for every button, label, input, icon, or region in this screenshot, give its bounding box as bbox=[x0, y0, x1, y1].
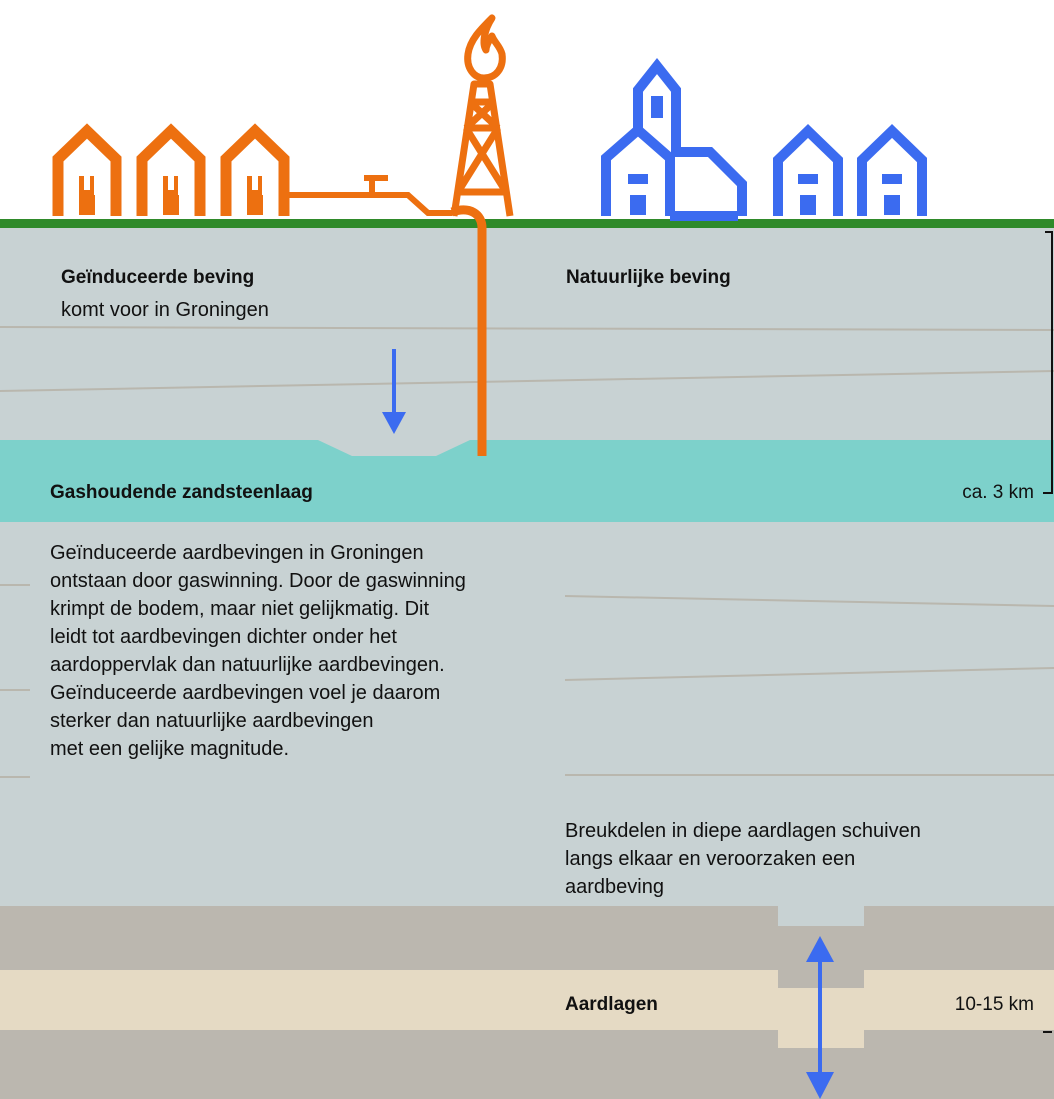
church-icon bbox=[601, 57, 747, 221]
strata-lines bbox=[0, 326, 1054, 778]
description-line: aardbeving bbox=[565, 876, 664, 898]
fault-movement-arrow bbox=[806, 936, 834, 1099]
description-line: sterker dan natuurlijke aardbevingen bbox=[50, 710, 374, 732]
ground-surface bbox=[0, 219, 1054, 228]
description-line: ontstaan door gaswinning. Door de gaswin… bbox=[50, 570, 466, 592]
natural-description: Breukdelen in diepe aardlagen schuiven l… bbox=[565, 817, 1035, 901]
house-icon bbox=[857, 124, 927, 216]
soil-layer-upper bbox=[0, 225, 1054, 440]
description-line: leidt tot aardbevingen dichter onder het bbox=[50, 626, 397, 648]
description-line: Geïnduceerde aardbevingen in Groningen bbox=[50, 542, 424, 564]
subsidence-arrow bbox=[382, 349, 406, 434]
subsidence-dent bbox=[298, 440, 490, 456]
induced-subtitle: komt voor in Groningen bbox=[61, 299, 269, 321]
drill-pipe bbox=[450, 205, 487, 456]
gas-layer-label: Gashoudende zandsteenlaag bbox=[50, 482, 313, 503]
rock-layer-2 bbox=[0, 970, 1054, 1030]
house-icon bbox=[773, 124, 843, 216]
gas-sandstone-layer bbox=[0, 440, 1054, 522]
depth-scale bbox=[1043, 231, 1053, 1033]
gas-layer-depth: ca. 3 km bbox=[962, 482, 1034, 503]
soil-layer-middle bbox=[0, 522, 1054, 906]
description-line: Geïnduceerde aardbevingen voel je daarom bbox=[50, 682, 441, 704]
description-line: langs elkaar en veroorzaken een bbox=[565, 848, 856, 870]
drilling-rig-icon bbox=[450, 80, 514, 217]
rock-layer-1 bbox=[0, 906, 1054, 970]
deep-layers-label: Aardlagen bbox=[565, 994, 658, 1015]
deep-layers-depth: 10-15 km bbox=[954, 994, 1034, 1015]
induced-description: Geïnduceerde aardbevingen in Groningen o… bbox=[50, 539, 560, 763]
rock-layer-3 bbox=[0, 1030, 1054, 1099]
gas-pipe bbox=[286, 175, 452, 216]
natural-title: Natuurlijke beving bbox=[566, 267, 731, 288]
blue-houses bbox=[773, 124, 927, 216]
description-line: aardoppervlak dan natuurlijke aardbeving… bbox=[50, 654, 445, 676]
description-line: met een gelijke magnitude. bbox=[50, 738, 290, 760]
flame-icon bbox=[464, 14, 506, 82]
induced-title: Geïnduceerde beving bbox=[61, 267, 255, 288]
description-line: krimpt de bodem, maar niet gelijkmatig. … bbox=[50, 598, 430, 620]
description-line: Breukdelen in diepe aardlagen schuiven bbox=[565, 820, 921, 842]
